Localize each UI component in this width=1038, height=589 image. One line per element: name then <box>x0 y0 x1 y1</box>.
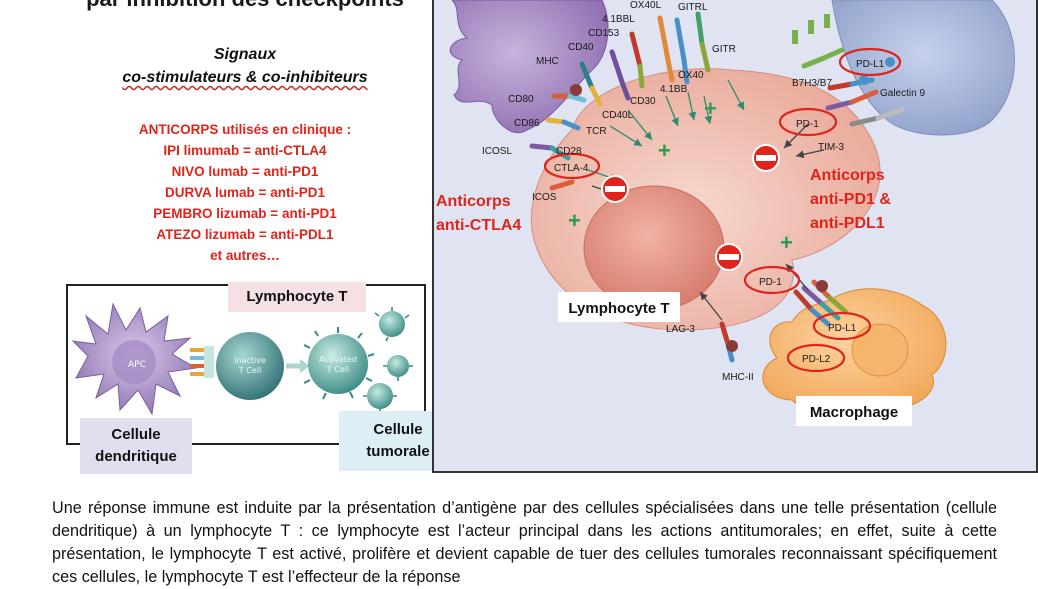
label-ox40l: OX40L <box>630 0 662 11</box>
antibody-list-more: et autres… <box>210 248 280 263</box>
plus-signs: + + + + <box>568 96 793 255</box>
tcell-activation-illustration: APC Inactive T Cell Activated T Cell <box>71 302 413 416</box>
tumor-label-line1: Cellule <box>373 421 423 438</box>
highlight-ellipses <box>543 47 902 373</box>
label-ox40: OX40 <box>678 70 704 81</box>
anti-ctla4-caption-line2: anti-CTLA4 <box>436 217 521 234</box>
svg-text:+: + <box>568 208 581 233</box>
tumor-label-line2: tumorale <box>366 443 430 460</box>
label-cd28: CD28 <box>556 146 582 157</box>
signals-subheading: co-stimulateurs & co-inhibiteurs <box>60 69 430 87</box>
inactive-tcell-line2: T Cell <box>238 366 261 375</box>
activated-tcell-line2: T Cell <box>326 365 349 374</box>
antibody-list-heading: ANTICORPS utilisés en clinique : <box>138 122 352 137</box>
activated-tcell-shape <box>303 327 375 400</box>
label-gitrl: GITRL <box>678 2 708 13</box>
antibody-list: ANTICORPS utilisés en clinique : IPI lim… <box>60 119 430 266</box>
label-b7h3: B7H3/B7 <box>792 78 832 89</box>
label-icos: ICOS <box>532 192 557 203</box>
label-mhc-ii: MHC-II <box>722 372 754 383</box>
label-pd1-top: PD-1 <box>796 119 819 130</box>
inactive-tcell-shape <box>216 332 284 400</box>
inactive-tcell-line1: Inactive <box>234 356 266 365</box>
tumor-cells-shape <box>363 307 413 413</box>
antibody-item: NIVO lumab = anti-PD1 <box>171 164 319 179</box>
signal-arrows <box>587 79 745 182</box>
stop-sign-icon <box>715 243 743 271</box>
antibody-item: PEMBRO lizumab = anti-PD1 <box>153 206 337 221</box>
label-icosl: ICOSL <box>482 146 512 157</box>
apc-cell-shape <box>449 0 609 133</box>
macrophage-label-box <box>796 396 912 426</box>
receptor-knobs <box>570 14 895 352</box>
receptor-stems <box>529 11 905 363</box>
label-ctla4: CTLA-4 <box>554 163 589 174</box>
apc-text: APC <box>128 360 146 370</box>
tcell-nucleus-shape <box>583 185 725 311</box>
label-lag3: LAG-3 <box>666 324 695 335</box>
anti-pd1-caption-line3: anti-PDL1 <box>810 215 885 232</box>
label-mhc: MHC <box>536 56 559 67</box>
label-gitr: GITR <box>712 44 736 55</box>
label-cd153: CD153 <box>588 28 620 39</box>
label-cd40: CD40 <box>568 42 594 53</box>
stop-sign-icon <box>752 144 780 172</box>
label-tcr: TCR <box>586 126 607 137</box>
svg-text:+: + <box>780 230 793 255</box>
tcell-label: Lymphocyte T <box>568 300 669 317</box>
synapse-receptors <box>190 346 214 378</box>
label-cd30: CD30 <box>630 96 656 107</box>
signals-subheading-text: co-stimulateurs & co-inhibiteurs <box>122 69 368 86</box>
label-cd86: CD86 <box>514 118 540 129</box>
activation-arrow-head <box>300 359 310 373</box>
antibody-item: DURVA lumab = anti-PD1 <box>165 185 325 200</box>
dendritic-label-line1: Cellule <box>111 426 161 443</box>
label-galectin-9: Galectin 9 <box>880 88 925 99</box>
label-pdl1-top: PD-L1 <box>856 59 885 70</box>
dendritic-cell-shape <box>71 302 198 416</box>
label-pdl1-bottom: PD-L1 <box>828 323 857 334</box>
label-cd40l: CD40L <box>602 110 634 121</box>
antibody-item: ATEZO lizumab = anti-PDL1 <box>156 227 334 242</box>
anti-ctla4-caption-line1: Anticorps <box>436 193 511 210</box>
inset-dendritic-label: Cellule dendritique <box>80 418 192 474</box>
page-title: par inhibition des checkpoints <box>60 0 430 12</box>
label-4-1bb: 4.1BB <box>660 84 688 95</box>
inset-tcell-label: Lymphocyte T <box>228 282 366 312</box>
label-cd80: CD80 <box>508 94 534 105</box>
label-pd1-bottom: PD-1 <box>759 277 782 288</box>
body-paragraph: Une réponse immune est induite par la pr… <box>52 499 997 586</box>
svg-text:+: + <box>658 138 671 163</box>
signals-heading: Signaux <box>213 46 277 63</box>
antibody-item: IPI limumab = anti-CTLA4 <box>163 143 327 158</box>
activated-tcell-line1: Activated <box>319 355 357 364</box>
tumor-cell-shape <box>831 0 1015 136</box>
label-pdl2: PD-L2 <box>802 354 831 365</box>
anti-pd1-caption-line1: Anticorps <box>810 167 885 184</box>
label-tim3: TIM-3 <box>818 142 845 153</box>
macrophage-label: Macrophage <box>810 404 898 421</box>
checkpoint-diagram: + + + + OX40L GITRL 4.1BBL CD153 CD40 MHC C… <box>436 0 1015 426</box>
stop-sign-icon <box>601 175 629 203</box>
anti-pd1-caption-line2: anti-PD1 & <box>810 191 891 208</box>
label-4-1bbl: 4.1BBL <box>602 14 635 25</box>
dendritic-label-line2: dendritique <box>95 448 177 465</box>
tcell-label-box <box>558 292 680 322</box>
macrophage-nucleus-shape <box>851 323 909 377</box>
svg-text:+: + <box>704 96 717 121</box>
